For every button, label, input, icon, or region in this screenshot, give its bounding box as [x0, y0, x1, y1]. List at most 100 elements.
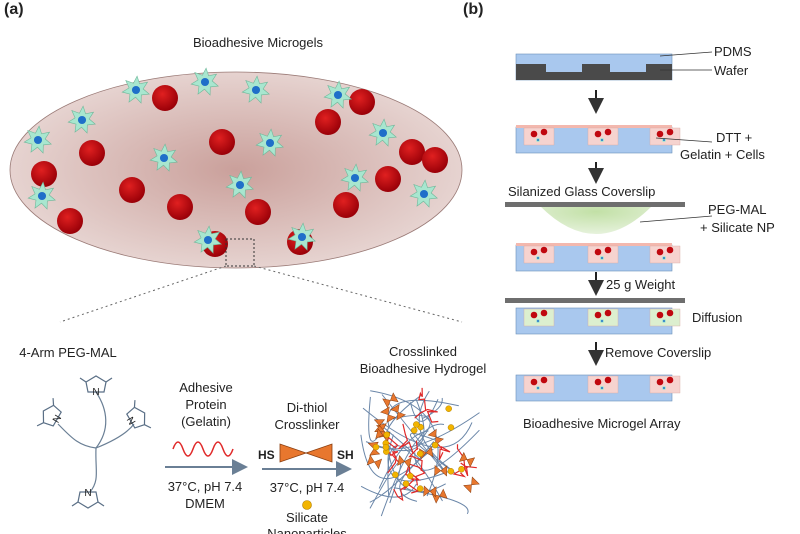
crosslinked-hydrogel-network	[360, 387, 480, 517]
microgel-bead	[422, 147, 448, 173]
cell	[190, 67, 220, 96]
crosslinker-mark	[390, 403, 406, 421]
gelatin-strand	[414, 408, 439, 423]
silicate-nanoparticle-icon	[302, 500, 312, 510]
microgel-bead	[119, 177, 145, 203]
gelatin-wave	[172, 441, 234, 457]
nitrogen-label: N	[84, 486, 91, 497]
micro-well	[587, 245, 619, 264]
crosslinker-mark	[366, 454, 383, 470]
well-cell-nucleus	[601, 320, 603, 322]
pegmal-leader	[639, 215, 713, 223]
silicate-particle	[407, 472, 414, 480]
well-bead	[604, 246, 612, 254]
cell-nucleus	[33, 135, 43, 145]
adhesive-line-1: Adhesive	[179, 380, 232, 395]
microgel-bead	[209, 129, 235, 155]
well-cell-nucleus	[537, 139, 539, 141]
array-label: Bioadhesive Microgel Array	[523, 416, 681, 431]
cell-nucleus	[297, 232, 307, 242]
pegmal-np-line-2: + Silicate NP	[700, 220, 775, 235]
crosslinker-mark	[427, 428, 444, 446]
cell	[121, 75, 151, 104]
zoom-line-right	[253, 265, 463, 323]
carbonyl-bond	[52, 398, 55, 406]
microgel-bead	[349, 89, 375, 115]
coverslip-pressed	[505, 298, 685, 303]
micro-well	[649, 245, 681, 264]
peg-strand	[381, 394, 447, 474]
cell	[27, 181, 57, 210]
well-bead	[604, 309, 612, 317]
result-line-2: Bioadhesive Hydrogel	[360, 361, 487, 376]
crosslinker-mark	[423, 485, 437, 498]
nitrogen-label: N	[92, 387, 99, 398]
pdms-tray-gelatin-cells	[515, 125, 681, 154]
crosslinker-mark	[382, 392, 399, 409]
microgel-bead	[399, 139, 425, 165]
gelatin-strand	[393, 483, 420, 502]
peg-strand	[393, 487, 469, 515]
crosslinker-mark	[463, 476, 480, 494]
wafer-label: Wafer	[714, 63, 749, 78]
silicate-particle	[431, 441, 439, 449]
well-bead	[530, 248, 538, 256]
well-cell-nucleus	[663, 320, 665, 322]
well-bead	[540, 376, 548, 384]
crosslinker-mark	[397, 454, 412, 469]
ring-edge	[126, 406, 146, 429]
nitrogen-label: N	[124, 415, 137, 427]
crosslinker-line-2: Crosslinker	[274, 417, 340, 432]
cell-nucleus	[419, 189, 429, 199]
microgel-bead	[245, 199, 271, 225]
cell	[287, 222, 317, 251]
gelatin-strand	[408, 440, 423, 471]
carbonyl-bond	[71, 501, 79, 507]
maleimide-ring: N	[36, 398, 64, 427]
silicate-line-1: Silicate	[286, 510, 328, 525]
well-cell-nucleus	[537, 257, 539, 259]
crosslinker-mark	[380, 406, 397, 423]
gelatin-strand	[435, 441, 451, 461]
well-cell-nucleus	[663, 257, 665, 259]
ring-edge	[42, 404, 62, 427]
silicate-line-2: Nanoparticles	[267, 526, 347, 534]
micro-well	[523, 127, 555, 146]
gelatin-strand	[405, 463, 426, 486]
diffusion-label: Diffusion	[692, 310, 742, 325]
cell-nucleus	[333, 90, 343, 100]
dtt-line-1: DTT +	[716, 130, 752, 145]
gelatin-film	[516, 243, 672, 246]
silicate-particle	[416, 485, 424, 492]
micro-well	[649, 375, 681, 394]
cell-nucleus	[251, 85, 261, 95]
glass-coverslip	[505, 202, 685, 207]
cell-nucleus	[378, 128, 388, 138]
microgel-array-tray	[515, 374, 681, 402]
cell	[409, 179, 439, 208]
pegmal-molecule	[57, 391, 135, 493]
well-bead	[666, 309, 674, 317]
microgel-bead	[375, 166, 401, 192]
micro-well	[649, 127, 681, 146]
well-bead	[540, 246, 548, 254]
carbonyl-bond	[105, 377, 113, 383]
cell	[255, 128, 285, 157]
ring-edge	[77, 491, 99, 509]
peg-strand	[365, 399, 425, 451]
condition-1-line-1: 37°C, pH 7.4	[168, 479, 243, 494]
well-bead	[530, 378, 538, 386]
well-bead	[540, 309, 548, 317]
gelatin-strand	[418, 387, 427, 411]
cell-nucleus	[200, 77, 210, 87]
remove-label: Remove Coverslip	[605, 345, 711, 360]
pdms-leader	[659, 51, 713, 57]
well-bead	[666, 376, 674, 384]
hs-label: HS	[258, 448, 275, 462]
micro-well	[523, 245, 555, 264]
well-bead	[666, 128, 674, 136]
microgel-bead	[79, 140, 105, 166]
well-bead	[656, 130, 664, 138]
well-bead	[594, 248, 602, 256]
gelatin-film	[516, 125, 672, 128]
